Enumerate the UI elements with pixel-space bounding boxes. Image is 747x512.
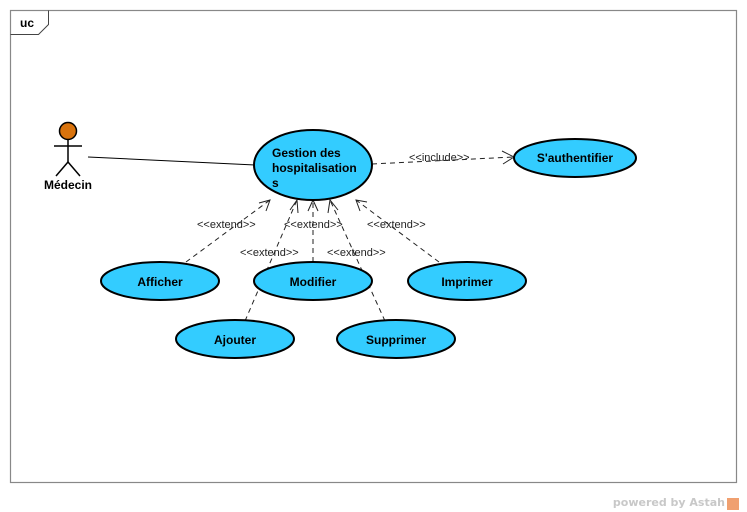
frame-label: uc — [20, 16, 34, 30]
extend-label: <<extend>> — [367, 219, 426, 231]
extend-arrowhead — [289, 198, 299, 214]
use-case-sauthentifier[interactable]: S'authentifier — [513, 138, 637, 178]
extend-relation-ajouter[interactable]: <<extend>> — [240, 198, 299, 322]
include-label: <<include>> — [409, 152, 470, 164]
use-case-imprimer[interactable]: Imprimer — [407, 261, 527, 301]
use-case-afficher[interactable]: Afficher — [100, 261, 220, 301]
association-line[interactable] — [87, 156, 257, 166]
extend-arrowhead — [355, 199, 368, 212]
extend-relation-imprimer[interactable]: <<extend>> — [355, 199, 440, 263]
extend-relation-modifier[interactable]: <<extend>> — [284, 198, 343, 262]
actor-medecin[interactable]: Médecin — [44, 121, 92, 193]
astah-watermark: powered by Astah — [612, 496, 739, 510]
astah-logo-icon — [727, 498, 739, 510]
use-case-label-line-2: hospitalisation — [272, 161, 357, 175]
diagram-frame: uc — [9, 9, 738, 484]
use-case-modifier[interactable]: Modifier — [253, 261, 373, 301]
use-case-gestion[interactable]: Gestion des hospitalisation s — [253, 129, 373, 201]
use-case-label: Modifier — [290, 275, 337, 289]
use-case-ajouter[interactable]: Ajouter — [175, 319, 295, 359]
use-case-label-line-1: Gestion des — [272, 146, 341, 160]
use-case-supprimer[interactable]: Supprimer — [336, 319, 456, 359]
use-case-label: Supprimer — [366, 333, 426, 347]
use-case-label: Imprimer — [441, 275, 493, 289]
use-case-label-line-3: s — [272, 176, 279, 190]
extend-label: <<extend>> — [327, 247, 386, 259]
use-case-label: S'authentifier — [537, 151, 614, 165]
extend-arrowhead — [327, 198, 339, 214]
use-case-label: Ajouter — [214, 333, 256, 347]
use-case-label: Afficher — [137, 275, 183, 289]
watermark-text: powered by Astah — [612, 496, 725, 509]
extend-relation-afficher[interactable]: <<extend>> — [185, 199, 271, 263]
extend-label: <<extend>> — [240, 247, 299, 259]
actor-label: Médecin — [44, 178, 92, 192]
extend-relation-supprimer[interactable]: <<extend>> — [327, 198, 386, 322]
extend-arrowhead — [258, 199, 271, 212]
actor-head-icon — [58, 121, 78, 141]
extend-label: <<extend>> — [197, 219, 256, 231]
extend-label: <<extend>> — [284, 219, 343, 231]
